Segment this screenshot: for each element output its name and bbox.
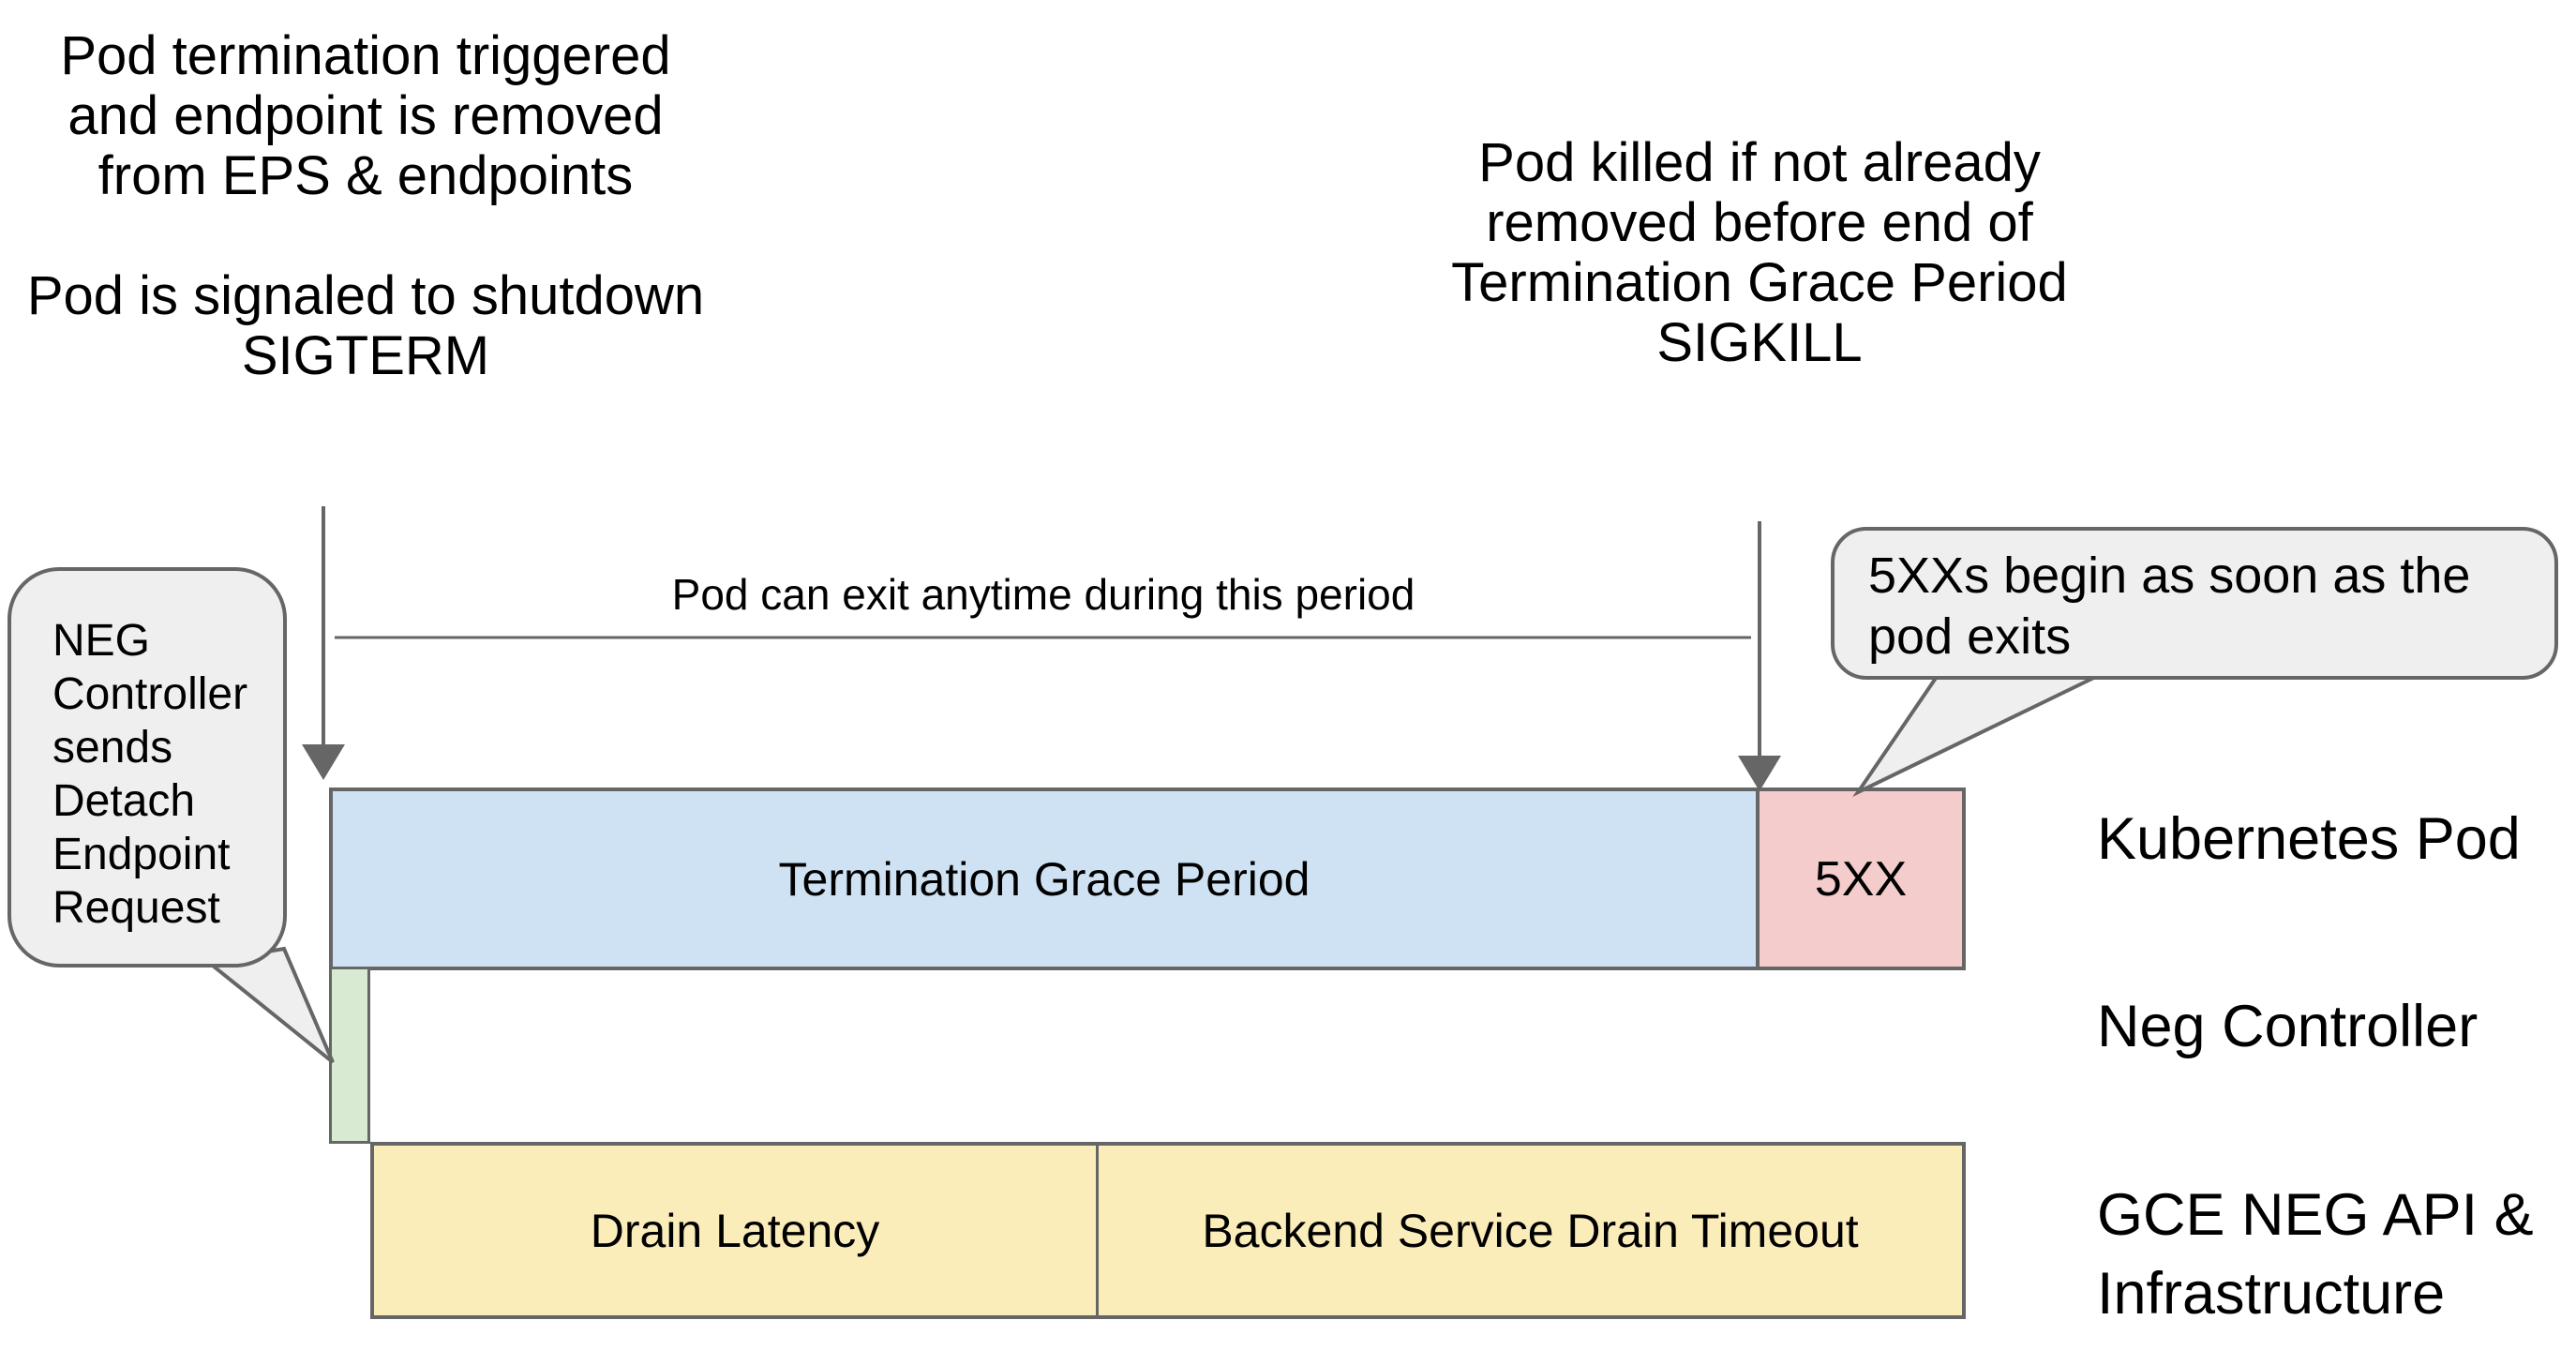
neg-controller-callout-bubble: NEG Controller sends Detach Endpoint Req… bbox=[7, 567, 287, 968]
bubble-line: NEG bbox=[52, 616, 151, 666]
note-pod-killed: Pod killed if not already removed before… bbox=[1338, 133, 2181, 373]
right-bubble-tail bbox=[1852, 669, 2108, 798]
note-line: Pod is signaled to shutdown bbox=[26, 265, 705, 326]
termination-grace-period-segment: Termination Grace Period bbox=[333, 791, 1756, 967]
note-line: from EPS & endpoints bbox=[97, 145, 634, 206]
kubernetes-pod-bar: Termination Grace Period 5XX bbox=[329, 788, 1966, 970]
period-span-label: Pod can exit anytime during this period bbox=[671, 570, 1415, 619]
note-pod-termination: Pod termination triggered and endpoint i… bbox=[0, 26, 731, 386]
row-label-kubernetes-pod: Kubernetes Pod bbox=[2097, 806, 2521, 872]
note-line: Pod termination triggered bbox=[60, 25, 671, 86]
row-label-neg-controller: Neg Controller bbox=[2097, 994, 2479, 1059]
gce-neg-bar: Drain Latency Backend Service Drain Time… bbox=[370, 1142, 1966, 1319]
bubble-line: Controller bbox=[52, 669, 248, 719]
bubble-line: pod exits bbox=[1868, 608, 2072, 665]
bubble-line: 5XXs begin as soon as the bbox=[1868, 548, 2471, 604]
neg-controller-bar bbox=[329, 967, 370, 1144]
note-line: SIGTERM bbox=[241, 325, 490, 386]
note-line: removed before end of bbox=[1486, 192, 2033, 253]
bubble-line: sends bbox=[52, 723, 173, 772]
row-label-line: GCE NEG API & bbox=[2097, 1182, 2534, 1248]
5xx-callout-bubble: 5XXs begin as soon as the pod exits bbox=[1831, 527, 2558, 680]
note-line: and endpoint is removed bbox=[67, 85, 664, 146]
sigterm-arrowhead-icon bbox=[302, 744, 345, 780]
backend-service-drain-timeout-segment: Backend Service Drain Timeout bbox=[1096, 1146, 1962, 1315]
bubble-line: Request bbox=[52, 883, 220, 933]
note-line: Pod killed if not already bbox=[1478, 132, 2041, 193]
drain-latency-segment: Drain Latency bbox=[590, 1204, 880, 1257]
note-line: Termination Grace Period bbox=[1451, 252, 2068, 313]
paragraph-gap bbox=[0, 206, 731, 266]
5xx-segment: 5XX bbox=[1756, 791, 1962, 967]
row-label-gce-neg-api: GCE NEG API & Infrastructure bbox=[2097, 1176, 2534, 1333]
note-line: SIGKILL bbox=[1656, 312, 1863, 373]
sigkill-arrowhead-icon bbox=[1738, 756, 1781, 791]
bubble-line: Detach bbox=[52, 776, 196, 826]
row-label-line: Infrastructure bbox=[2097, 1261, 2446, 1327]
bubble-line: Endpoint bbox=[52, 830, 231, 879]
